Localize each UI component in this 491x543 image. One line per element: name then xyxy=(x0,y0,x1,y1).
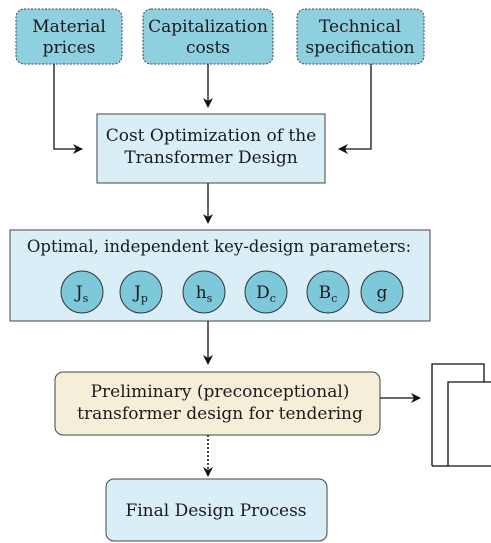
material-arrow xyxy=(53,64,83,154)
parameter-circle: hs xyxy=(182,270,226,314)
cost-optimization-box: Cost Optimization of the Transformer Des… xyxy=(96,113,326,184)
parameter-symbol: hs xyxy=(196,283,213,305)
capitalization-costs-box: Capitalization costs xyxy=(142,8,274,65)
parameter-circle: g xyxy=(360,270,404,314)
parameter-circle: Dc xyxy=(244,270,288,314)
technical-arrow xyxy=(338,64,372,154)
preliminary-label-1: Preliminary (preconceptional) xyxy=(91,382,350,402)
parameter-circle: Jp xyxy=(119,270,163,314)
parameter-circle: Bc xyxy=(306,270,350,314)
technical-specification-label-1: Technical xyxy=(319,17,401,37)
parameter-symbol: Dc xyxy=(256,283,276,305)
preliminary-design-box: Preliminary (preconceptional) transforme… xyxy=(54,371,381,436)
capitalization-costs-label-1: Capitalization xyxy=(148,17,268,37)
cost-optimization-label-1: Cost Optimization of the xyxy=(106,126,317,146)
preliminary-label-2: transformer design for tendering xyxy=(77,404,363,424)
material-prices-label-1: Material xyxy=(32,17,106,37)
parameter-circle: Js xyxy=(60,270,104,314)
technical-specification-box: Technical specification xyxy=(296,8,425,65)
parameters-title: Optimal, independent key-design paramete… xyxy=(27,237,411,256)
capitalization-costs-label-2: costs xyxy=(186,38,230,58)
document-stack-icon xyxy=(431,363,491,467)
parameter-symbol: Js xyxy=(74,283,89,305)
material-prices-label-2: prices xyxy=(43,38,96,58)
parameter-symbol: Jp xyxy=(132,283,148,305)
final-design-label: Final Design Process xyxy=(125,501,306,521)
key-design-parameters-box: Optimal, independent key-design paramete… xyxy=(9,229,431,322)
parameter-symbol: Bc xyxy=(319,283,338,305)
technical-specification-label-2: specification xyxy=(305,38,414,58)
parameter-symbol: g xyxy=(377,283,388,303)
final-design-box: Final Design Process xyxy=(105,478,328,542)
cost-optimization-label-2: Transformer Design xyxy=(124,148,297,168)
material-prices-box: Material prices xyxy=(15,8,123,65)
parameter-circles: Js Jp hs Dc Bc g xyxy=(60,270,404,314)
